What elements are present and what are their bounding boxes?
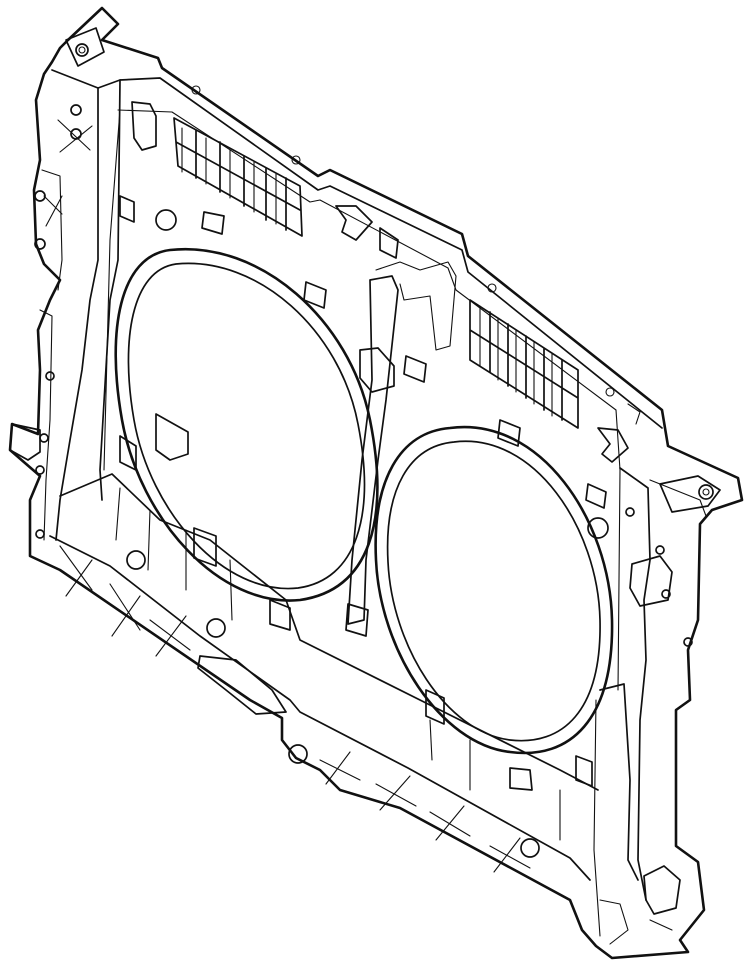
top-rail-inner-edge: [119, 77, 663, 429]
top-left-slot: [131, 101, 157, 151]
right-fan-ring-inner: [386, 440, 601, 742]
top-rail-hole: [487, 283, 497, 293]
top-rail-lower-edge: [117, 109, 617, 411]
center-divider: [347, 275, 399, 625]
lower-rail-ribs: [115, 487, 561, 841]
top-left-bolt-hole-inner: [78, 46, 86, 54]
pad: [403, 355, 427, 383]
right-bottom-detail: [599, 899, 673, 945]
right-mid-bracket: [629, 555, 673, 607]
mount-hole: [70, 128, 82, 140]
top-left-boss: [65, 27, 105, 67]
left-side-tab: [9, 423, 41, 461]
right-lower-bracket: [643, 865, 681, 915]
shroud-outer-outline: [8, 6, 744, 960]
right-rail-outer: [619, 467, 651, 901]
center-divider-bracket: [359, 347, 395, 393]
mount-hole: [655, 545, 665, 555]
lower-rail-bottom-edge: [49, 535, 591, 881]
left-rail-brace: [43, 119, 93, 227]
lower-slot: [425, 689, 445, 725]
mount-hole: [661, 589, 671, 599]
top-left-bolt-hole: [75, 43, 89, 57]
top-left-rib-shadow: [181, 127, 277, 225]
right-bolt-hole-inner: [702, 488, 710, 496]
bottom-left-step: [197, 655, 287, 715]
top-right-rib-grid: [469, 299, 579, 429]
left-lower-tab: [119, 435, 137, 471]
left-rail-outer: [51, 69, 99, 541]
right-rail-face: [593, 479, 707, 937]
top-right-rib-shadow: [479, 305, 553, 417]
top-mid-latch: [335, 205, 399, 259]
pad: [303, 281, 327, 309]
top-left-rib-grid: [173, 117, 303, 237]
top-rail-hole: [291, 155, 301, 165]
right-top-clip-2: [627, 403, 641, 425]
lower-boss: [520, 838, 540, 858]
left-rail-face: [39, 169, 63, 541]
left-fan-tab: [155, 413, 189, 461]
top-rail-hole: [191, 85, 201, 95]
top-rail-hole: [605, 387, 615, 397]
mount-hole: [70, 104, 82, 116]
mount-hole: [625, 507, 635, 517]
pad: [119, 195, 135, 223]
right-fan-ring-outer: [374, 425, 614, 755]
lower-slot: [269, 599, 291, 631]
mount-hole: [34, 238, 46, 250]
mount-hole: [45, 371, 55, 381]
mount-hole: [683, 637, 693, 647]
boss: [155, 209, 177, 231]
mount-hole: [35, 465, 45, 475]
inner-frame-contour: [103, 109, 621, 691]
pad: [201, 211, 225, 235]
lower-rail-truss: [59, 545, 531, 873]
mount-hole: [34, 190, 46, 202]
boss: [587, 517, 609, 539]
right-bolt-hole: [698, 484, 714, 500]
right-upper-bracket: [659, 475, 721, 513]
center-top-block: [375, 261, 457, 351]
pad: [585, 483, 607, 509]
lower-slot: [575, 755, 593, 787]
right-top-clip: [597, 427, 629, 463]
mount-hole: [35, 529, 45, 539]
lower-slot: [509, 767, 533, 791]
lower-boss: [126, 550, 146, 570]
left-rail-inner: [97, 79, 121, 501]
lower-slot: [193, 527, 217, 567]
mount-hole: [39, 433, 49, 443]
lower-boss: [288, 744, 308, 764]
left-fan-ring-inner: [127, 262, 366, 590]
lower-boss: [206, 618, 226, 638]
left-fan-ring-outer: [114, 247, 379, 602]
center-divider-foot: [345, 603, 369, 637]
lower-rail-top-edge: [59, 473, 599, 791]
right-rail-inner: [599, 683, 639, 881]
